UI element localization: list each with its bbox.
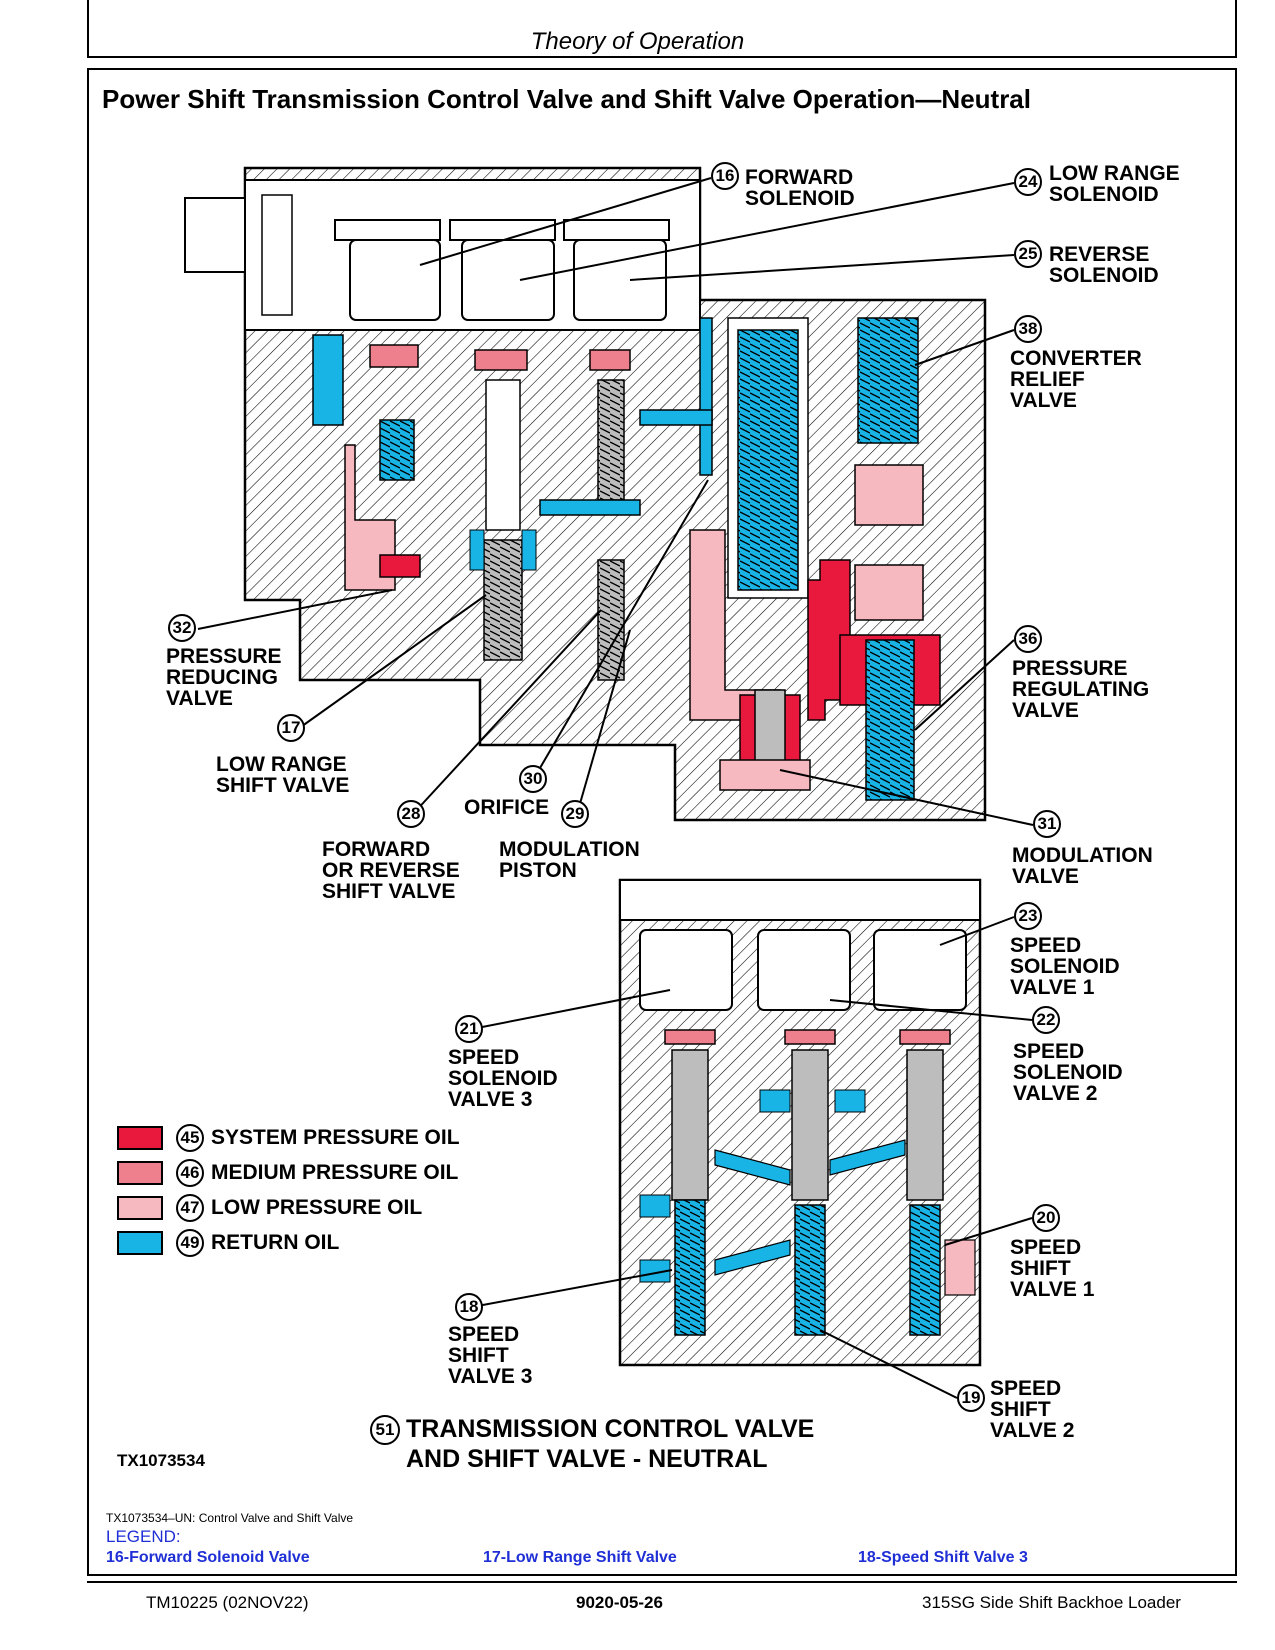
callout-24-label: LOW RANGE SOLENOID	[1049, 162, 1180, 206]
callout-32-label: PRESSURE REDUCING VALVE	[166, 645, 282, 710]
footer-divider	[87, 1581, 1237, 1583]
callout-30-number: 30	[519, 765, 547, 793]
callout-16-label: FORWARD SOLENOID	[745, 166, 855, 210]
callout-38-number: 38	[1014, 315, 1042, 343]
callout-31-number: 31	[1033, 810, 1061, 838]
header-frame	[87, 0, 1237, 58]
callout-23-label: SPEED SOLENOID VALVE 1	[1010, 934, 1120, 999]
low-pressure-swatch	[117, 1196, 163, 1220]
callout-28-number: 28	[397, 800, 425, 828]
figure-id: TX1073534	[117, 1451, 205, 1470]
callout-23-number: 23	[1014, 902, 1042, 930]
main-label-number: 51	[370, 1415, 400, 1445]
callout-36-number: 36	[1014, 625, 1042, 653]
legend-item: 16-Forward Solenoid Valve	[106, 1549, 310, 1566]
legend-item: 17-Low Range Shift Valve	[483, 1549, 677, 1566]
callout-21-number: 21	[455, 1015, 483, 1043]
callout-16-number: 16	[711, 162, 739, 190]
shift-valve-body	[618, 878, 982, 1367]
callout-32-number: 32	[168, 614, 196, 642]
callout-17-number: 17	[277, 714, 305, 742]
callout-21-label: SPEED SOLENOID VALVE 3	[448, 1046, 558, 1111]
upper-solenoids	[334, 219, 670, 321]
oil-legend-46-label: MEDIUM PRESSURE OIL	[211, 1161, 459, 1184]
oil-legend-47-label: LOW PRESSURE OIL	[211, 1196, 423, 1219]
callout-22-number: 22	[1032, 1006, 1060, 1034]
oil-legend-49-label: RETURN OIL	[211, 1231, 340, 1254]
figure-caption: TX1073534–UN: Control Valve and Shift Va…	[106, 1511, 354, 1525]
leader-lines	[197, 177, 1034, 1399]
callout-29-number: 29	[561, 800, 589, 828]
figure-title: Power Shift Transmission Control Valve a…	[102, 84, 1031, 114]
callout-19-number: 19	[957, 1384, 985, 1412]
section-title: Theory of Operation	[530, 28, 745, 55]
medium-pressure-swatch	[117, 1161, 163, 1185]
oil-legend-49-number: 49	[176, 1229, 204, 1257]
legend-heading: LEGEND:	[106, 1527, 181, 1546]
callout-20-label: SPEED SHIFT VALVE 1	[1010, 1236, 1095, 1301]
callout-18-label: SPEED SHIFT VALVE 3	[448, 1323, 533, 1388]
oil-legend-45-number: 45	[176, 1124, 204, 1152]
callout-30-label: ORIFICE	[464, 796, 550, 819]
oil-legend-45-label: SYSTEM PRESSURE OIL	[211, 1126, 460, 1149]
upper-right-valves	[719, 317, 941, 801]
callout-38-label: CONVERTER RELIEF VALVE	[1010, 347, 1142, 412]
callout-24-number: 24	[1014, 168, 1042, 196]
main-figure-label: TRANSMISSION CONTROL VALVE AND SHIFT VAL…	[406, 1415, 815, 1473]
callout-18-number: 18	[455, 1293, 483, 1321]
footer-page-number: 9020-05-26	[576, 1593, 663, 1612]
callout-19-label: SPEED SHIFT VALVE 2	[990, 1377, 1075, 1442]
system-pressure-swatch	[117, 1126, 163, 1150]
legend-item: 18-Speed Shift Valve 3	[858, 1549, 1028, 1566]
callout-29-label: MODULATION PISTON	[499, 838, 640, 882]
callout-36-label: PRESSURE REGULATING VALVE	[1012, 657, 1150, 722]
oil-legend-46-number: 46	[176, 1159, 204, 1187]
oil-legend-47-number: 47	[176, 1194, 204, 1222]
callout-22-label: SPEED SOLENOID VALVE 2	[1013, 1040, 1123, 1105]
figure-frame	[87, 68, 1237, 1576]
callout-20-number: 20	[1032, 1204, 1060, 1232]
footer-machine-name: 315SG Side Shift Backhoe Loader	[922, 1593, 1181, 1612]
return-oil-swatch	[117, 1231, 163, 1255]
callout-28-label: FORWARD OR REVERSE SHIFT VALVE	[322, 838, 460, 903]
callout-17-label: LOW RANGE SHIFT VALVE	[216, 753, 350, 797]
footer-manual-id: TM10225 (02NOV22)	[146, 1593, 309, 1612]
callout-31-label: MODULATION VALVE	[1012, 844, 1153, 888]
callout-25-label: REVERSE SOLENOID	[1049, 243, 1159, 287]
callout-25-number: 25	[1014, 240, 1042, 268]
